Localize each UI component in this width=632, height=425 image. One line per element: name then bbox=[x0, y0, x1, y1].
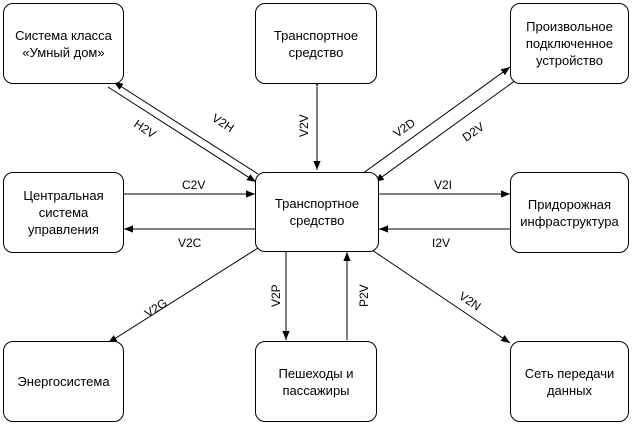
node-road-infrastructure: Придорожная инфраструктура bbox=[510, 172, 629, 253]
node-data-network: Сеть передачи данных bbox=[510, 341, 629, 422]
arrow-v2g bbox=[107, 247, 259, 344]
label-i2v: I2V bbox=[432, 236, 450, 250]
arrow-d2v bbox=[374, 79, 517, 183]
label-v2i: V2I bbox=[434, 178, 452, 192]
node-connected-device: Произвольное подключенное устройство bbox=[510, 3, 629, 84]
arrow-h2v bbox=[107, 86, 257, 183]
node-smart-home: Система класса «Умный дом» bbox=[3, 3, 124, 84]
label-p2v: P2V bbox=[357, 284, 371, 307]
node-pedestrians: Пешеходы и пассажиры bbox=[255, 341, 377, 422]
label-v2h: V2H bbox=[209, 111, 236, 135]
label-d2v: D2V bbox=[460, 120, 487, 145]
label-v2p: V2P bbox=[269, 284, 283, 307]
node-energy-grid: Энергосистема bbox=[3, 341, 124, 422]
arrow-v2h bbox=[113, 81, 259, 175]
node-vehicle-top: Транспортное средство bbox=[255, 3, 377, 84]
node-central-control: Центральная система управления bbox=[3, 172, 124, 253]
arrow-v2n bbox=[371, 249, 511, 344]
label-h2v: H2V bbox=[131, 117, 158, 141]
label-v2c: V2C bbox=[178, 236, 202, 250]
node-vehicle-center: Транспортное средство bbox=[255, 172, 379, 252]
label-v2v: V2V bbox=[297, 114, 311, 137]
label-v2g: V2G bbox=[142, 296, 170, 321]
arrow-v2d bbox=[361, 66, 511, 175]
label-c2v: C2V bbox=[182, 178, 205, 192]
